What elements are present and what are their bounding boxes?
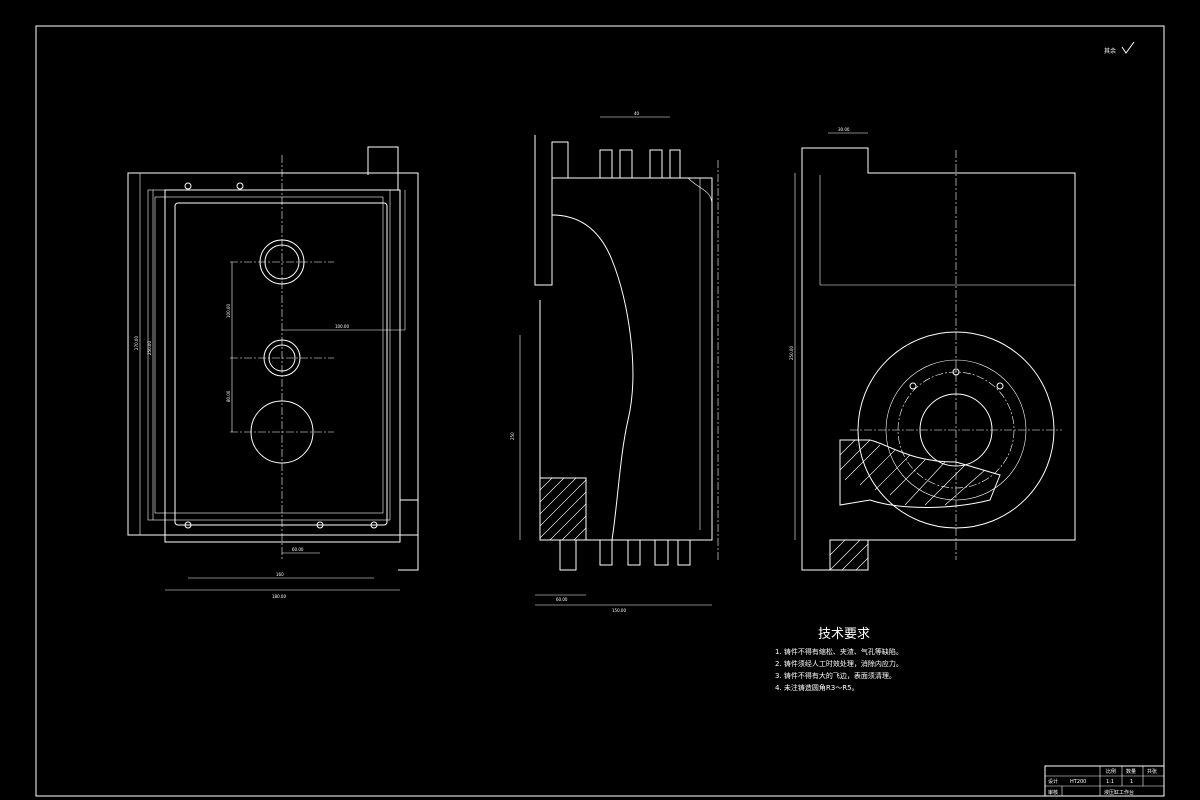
front-outer-outline <box>127 172 419 536</box>
side-hatching <box>539 477 587 541</box>
tech-requirement-2: 2. 铸件须经人工时效处理，消除内应力。 <box>775 659 903 668</box>
right-hatching <box>839 439 986 506</box>
side-dim-top-label: 40 <box>634 111 640 116</box>
title-block-scale-value: 1:1 <box>1106 779 1114 785</box>
side-dim-overall-label: 150.00 <box>612 608 626 613</box>
roughness-check-icon <box>1121 41 1135 54</box>
title-block-designer-label: 设计 <box>1048 778 1058 785</box>
front-dim-height-inner: 250.00 <box>147 341 152 355</box>
sheet-border <box>35 25 1165 797</box>
tech-requirements-title: 技术要求 <box>818 627 870 642</box>
title-block-checker-label: 审核 <box>1048 789 1058 796</box>
side-section-hatch-block <box>539 477 587 541</box>
title-block-drawing-name: 液压缸工作台 <box>1104 789 1134 796</box>
tech-requirement-1: 1. 铸件不得有缩松、夹渣、气孔等缺陷。 <box>775 647 903 656</box>
right-view: 30.00 250.00 <box>789 127 1076 571</box>
front-dim-height-overall: 270.00 <box>134 336 139 350</box>
front-dim-hole-spacing-2: 80.00 <box>226 390 231 402</box>
right-bolt-hole-2 <box>996 382 1004 390</box>
front-dim-pitch: 60.00 <box>292 547 304 552</box>
side-outline <box>534 135 713 541</box>
side-dim-height-label: 250 <box>510 432 515 440</box>
front-bolt-hole-5 <box>370 521 378 529</box>
title-block-sheet-label: 共张 <box>1147 768 1157 775</box>
right-bottom-hatching <box>829 539 869 571</box>
front-bolt-hole-1 <box>184 182 192 190</box>
front-frame-outline <box>147 189 391 521</box>
front-frame-outline-2 <box>154 196 384 514</box>
side-top-lugs <box>551 141 681 178</box>
side-bottom-lugs <box>559 540 691 571</box>
side-right-step <box>687 177 713 530</box>
right-dim-height-label: 250.00 <box>789 346 794 360</box>
right-outline <box>801 147 1076 571</box>
tech-requirement-4: 4. 未注铸造圆角R3～R5。 <box>775 683 859 692</box>
side-dim-partial-label: 60.00 <box>556 597 568 602</box>
front-bolt-hole-4 <box>316 521 324 529</box>
title-block: 液压缸工作台 比例 数量 共张 1:1 1 HT200 设计 审核 <box>1044 765 1165 797</box>
front-flange-bottom <box>398 499 419 571</box>
right-section-hatch-outline <box>839 439 1001 508</box>
technical-requirements: 技术要求 1. 铸件不得有缩松、夹渣、气孔等缺陷。 2. 铸件须经人工时效处理，… <box>775 627 903 692</box>
front-bolt-hole-2 <box>236 182 244 190</box>
side-section-view: 150.00 60.00 40 250 <box>510 111 719 613</box>
front-plate-outline <box>164 189 401 543</box>
title-block-material: HT200 <box>1070 779 1086 785</box>
roughness-label: 其余 <box>1104 47 1116 55</box>
front-bolt-hole-3 <box>184 521 192 529</box>
front-inner-outline <box>174 202 388 526</box>
front-dim-width-overall: 180.00 <box>272 594 286 599</box>
title-block-qty-label: 数量 <box>1126 768 1136 775</box>
tech-requirement-3: 3. 铸件不得有大的飞边，表面须清理。 <box>775 671 896 680</box>
right-dim-top-label: 30.00 <box>838 127 850 132</box>
front-dim-offset: 100.00 <box>335 324 349 329</box>
right-bolt-hole-1 <box>909 382 917 390</box>
title-block-scale-label: 比例 <box>1106 768 1116 775</box>
front-dim-width-inner: 160 <box>276 572 284 577</box>
front-view: 180.00 160 60.00 270.00 250.00 100.00 80… <box>127 146 419 599</box>
front-flange-top <box>367 146 399 190</box>
title-block-qty-value: 1 <box>1130 779 1133 785</box>
right-bottom-hatch-outline <box>829 539 869 571</box>
side-cavity <box>551 214 634 541</box>
roughness-symbol: 其余 <box>1104 41 1135 55</box>
front-dim-hole-spacing-1: 100.00 <box>226 304 231 318</box>
